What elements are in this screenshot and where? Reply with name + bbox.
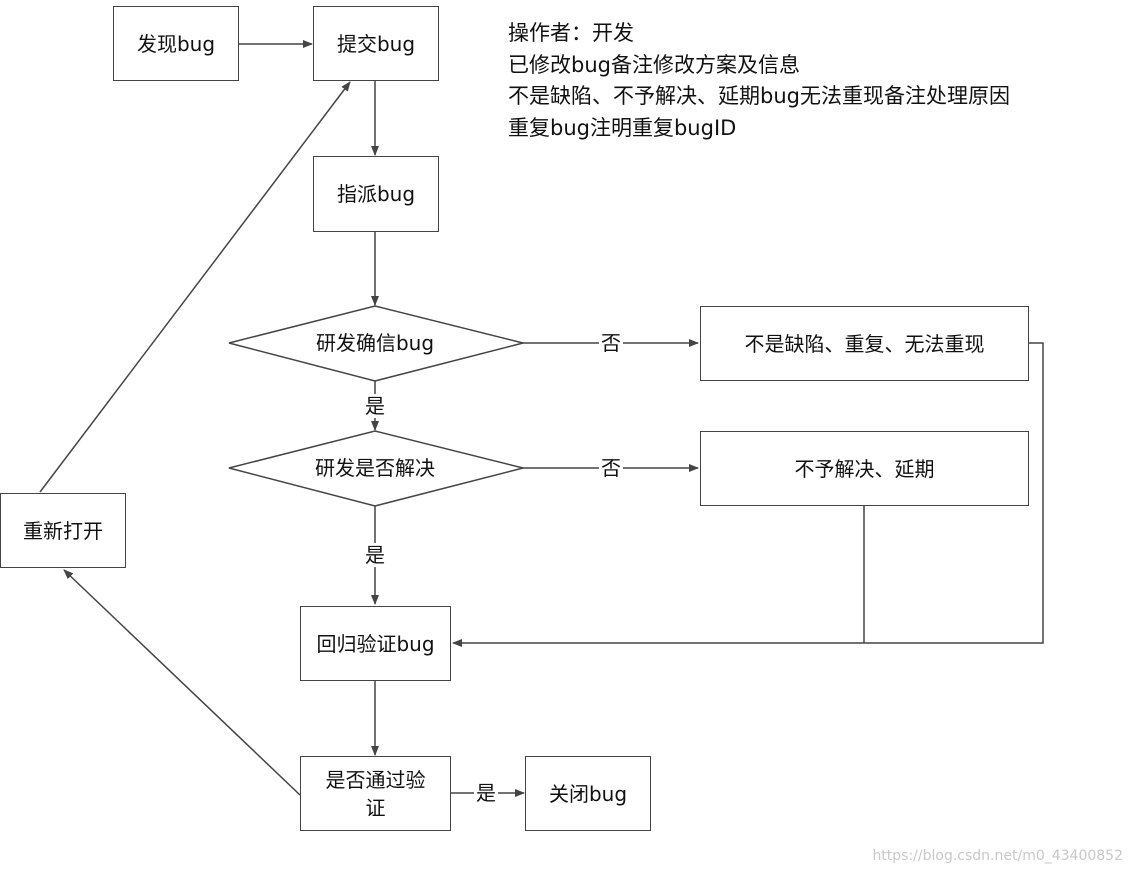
node-close-bug-text: 关闭bug bbox=[548, 781, 628, 806]
decision-resolve-shape bbox=[228, 430, 524, 507]
node-assign-bug-text: 指派bug bbox=[336, 182, 416, 206]
note-line: 已修改bug备注修改方案及信息 bbox=[508, 52, 800, 77]
decision-confirm-shape bbox=[228, 305, 524, 382]
node-regression-verify: 回归验证bug bbox=[300, 606, 451, 681]
node-close-bug: 关闭bug bbox=[525, 756, 651, 831]
node-wont-fix-text: 不予解决、延期 bbox=[794, 456, 935, 481]
edge-reopen-submit bbox=[39, 81, 351, 493]
node-reopen: 重新打开 bbox=[0, 493, 126, 568]
operator-notes: 操作者：开发 已修改bug备注修改方案及信息 不是缺陷、不予解决、延期bug无法… bbox=[508, 18, 1010, 144]
edge-label-no-1: 否 bbox=[599, 331, 623, 355]
decision-resolve-text: 研发是否解决 bbox=[315, 456, 435, 480]
edge-label-yes-3: 是 bbox=[474, 781, 498, 805]
node-verify-pass: 是否通过验 证 bbox=[300, 756, 451, 831]
node-submit-bug-text: 提交bug bbox=[336, 31, 416, 56]
node-discover-bug: 发现bug bbox=[113, 6, 239, 81]
node-not-bug: 不是缺陷、重复、无法重现 bbox=[700, 306, 1029, 381]
node-assign-bug: 指派bug bbox=[313, 156, 439, 232]
edge-label-no-2: 否 bbox=[599, 456, 623, 480]
note-line: 重复bug注明重复bugID bbox=[508, 115, 737, 140]
node-discover-bug-text: 发现bug bbox=[136, 31, 216, 56]
edge-label-yes-1: 是 bbox=[363, 394, 387, 418]
node-reopen-text: 重新打开 bbox=[23, 518, 103, 543]
decision-confirm-text: 研发确信bug bbox=[315, 331, 435, 355]
edge-verify-reopen bbox=[63, 569, 301, 796]
edge-label-yes-2: 是 bbox=[363, 543, 387, 567]
note-line: 操作者：开发 bbox=[508, 21, 634, 45]
edge-notbug-regression bbox=[452, 342, 1044, 647]
note-line: 不是缺陷、不予解决、延期bug无法重现备注处理原因 bbox=[508, 84, 1010, 108]
watermark: https://blog.csdn.net/m0_43400852 bbox=[872, 848, 1123, 864]
node-verify-pass-line1: 是否通过验 bbox=[325, 767, 426, 792]
node-verify-pass-line2: 证 bbox=[365, 795, 386, 820]
node-wont-fix: 不予解决、延期 bbox=[700, 431, 1029, 506]
node-submit-bug: 提交bug bbox=[313, 6, 439, 81]
node-not-bug-text: 不是缺陷、重复、无法重现 bbox=[744, 331, 985, 356]
node-regression-verify-text: 回归验证bug bbox=[316, 631, 435, 656]
